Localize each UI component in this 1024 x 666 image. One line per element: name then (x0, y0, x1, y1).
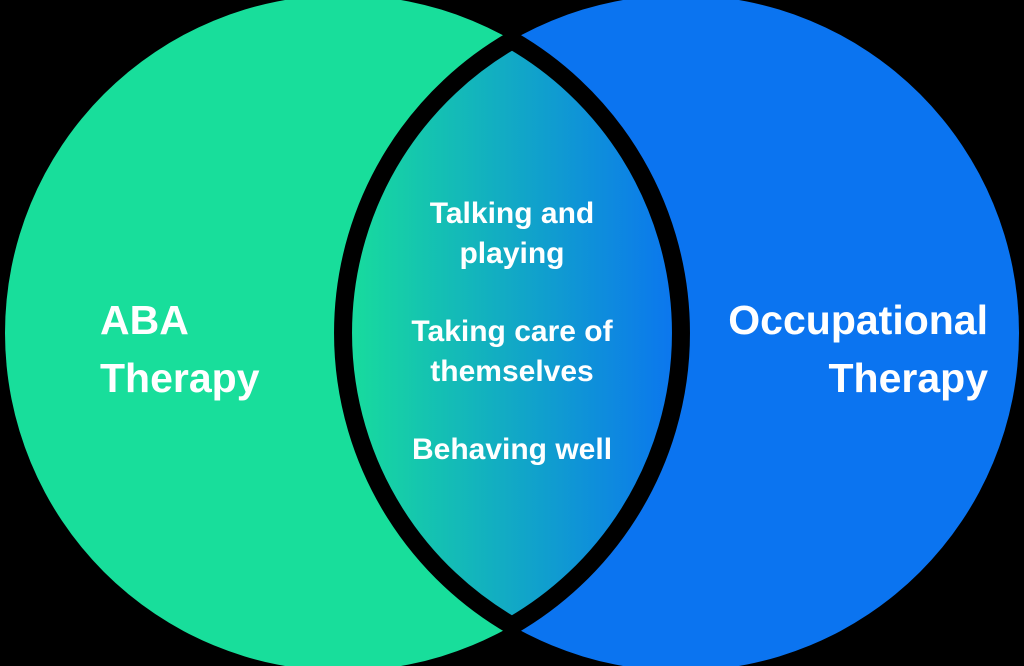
left-circle-label-line1: ABA (100, 297, 189, 343)
overlap-item-1-line2: playing (459, 237, 565, 270)
overlap-item-2: Taking care of themselves (352, 312, 672, 392)
left-circle-label: ABA Therapy (100, 291, 260, 407)
overlap-item-2-line1: Taking care of (411, 315, 613, 348)
left-circle-label-line2: Therapy (100, 355, 260, 401)
overlap-item-3-line1: Behaving well (411, 433, 613, 466)
right-circle-label-line1: Occupational (728, 297, 988, 343)
overlap-item-1-line1: Talking and (429, 197, 595, 230)
overlap-lens-shape (334, 31, 690, 635)
right-circle-label-line2: Therapy (828, 355, 989, 401)
overlap-item-3: Behaving well (352, 430, 672, 470)
overlap-item-2-line2: themselves (430, 355, 594, 388)
overlap-items: Talking and playing Taking care of thems… (352, 194, 672, 470)
overlap-item-1: Talking and playing (352, 194, 672, 274)
right-circle-label: Occupational Therapy (728, 291, 988, 407)
